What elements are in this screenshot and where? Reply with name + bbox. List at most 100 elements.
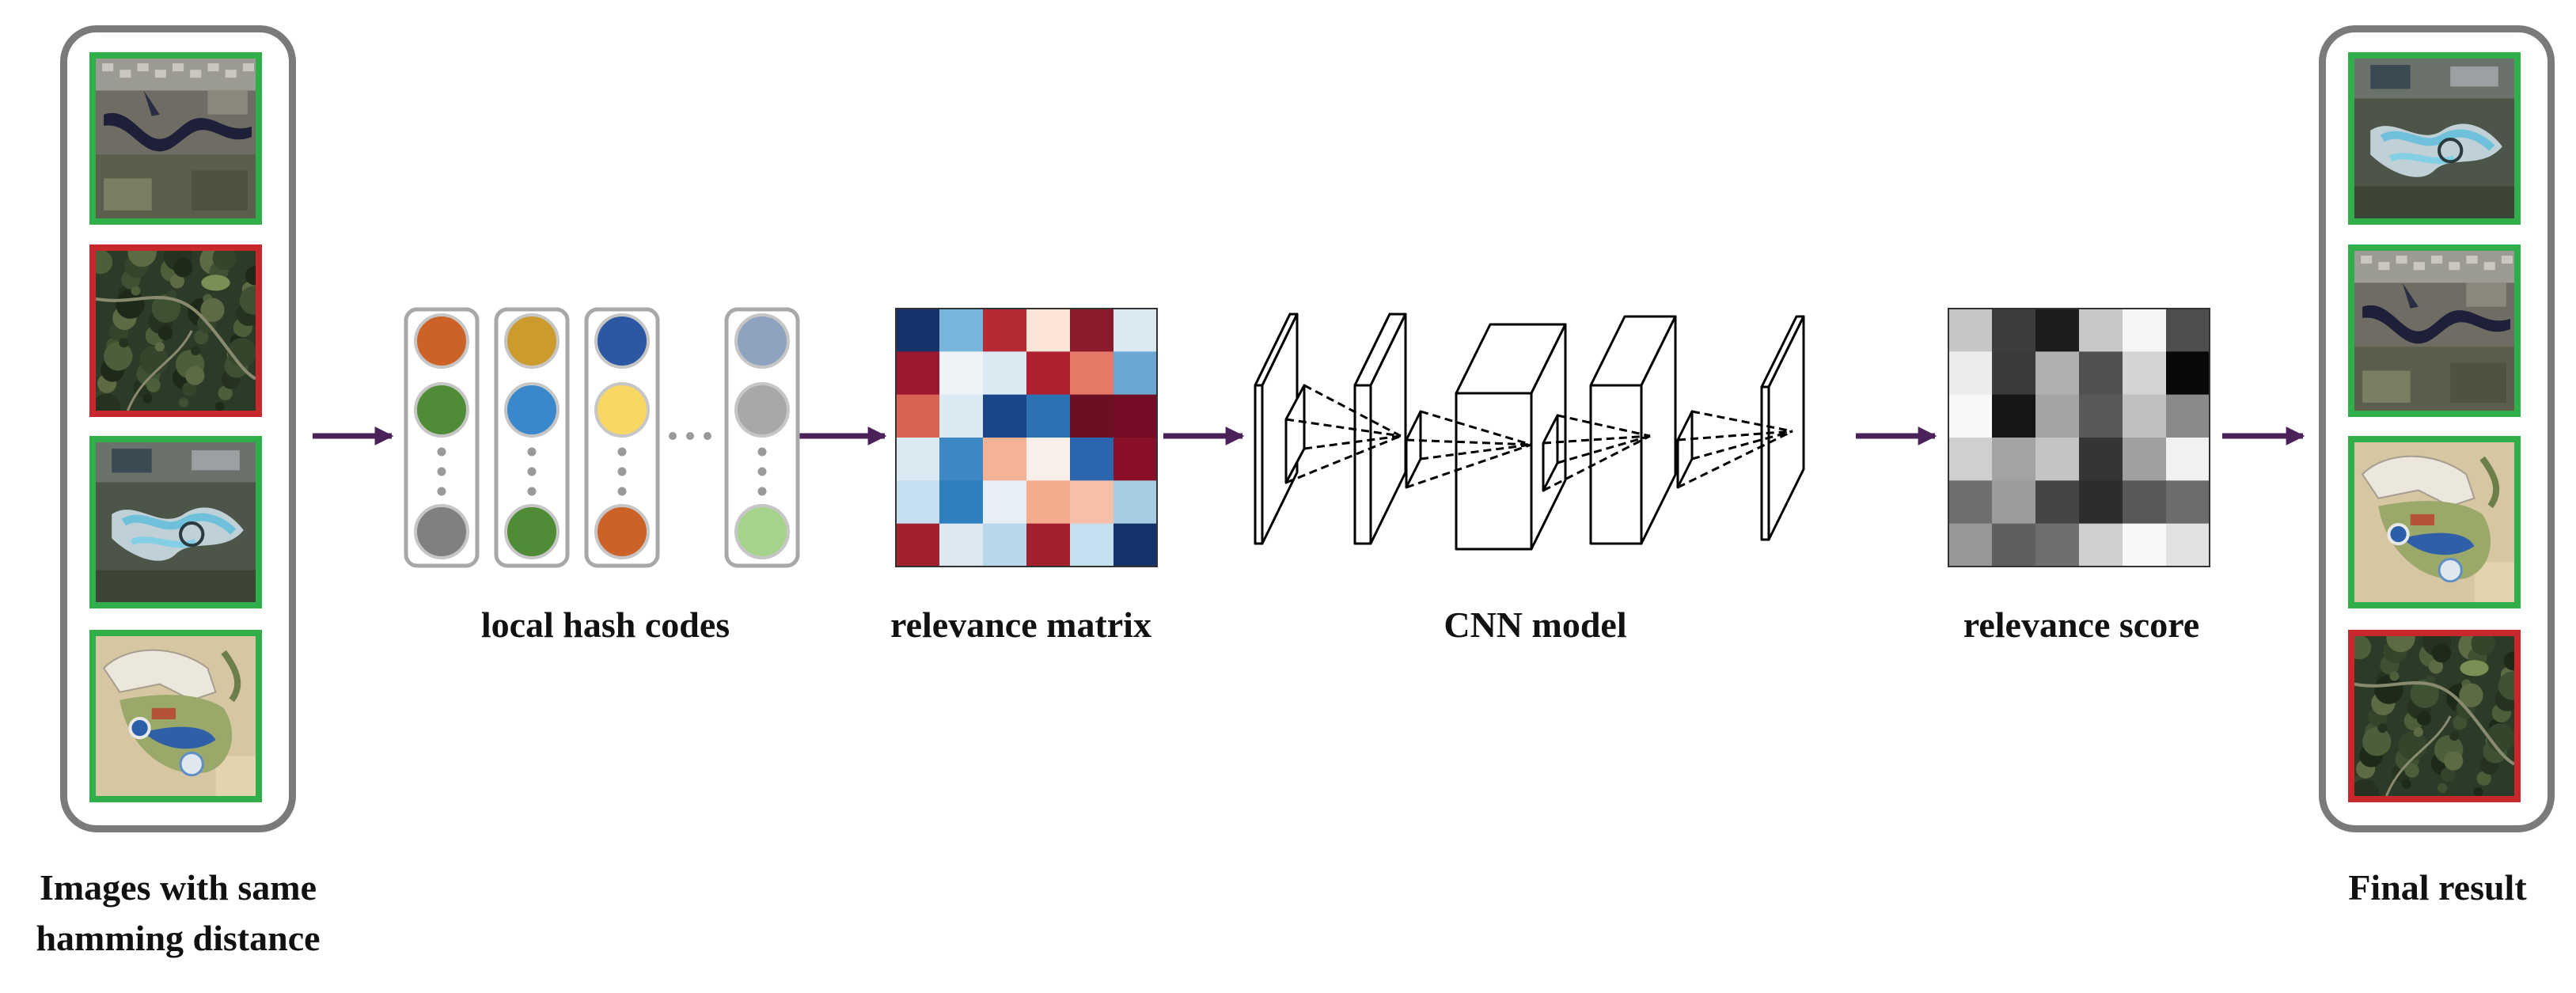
matrix-cell <box>896 438 940 481</box>
matrix-cell <box>1026 351 1071 396</box>
matrix-cell <box>1070 438 1114 481</box>
score-border <box>1948 308 2210 567</box>
ellipsis-dot <box>437 487 446 496</box>
matrix-cell <box>1113 523 1158 567</box>
hash-code-bit <box>594 313 650 369</box>
score-cell <box>2035 309 2080 352</box>
matrix-cell <box>1113 394 1158 438</box>
matrix-cell <box>939 438 984 481</box>
final-image-river-town <box>2348 244 2521 417</box>
score-cell <box>2035 523 2080 567</box>
matrix-cell <box>939 523 984 567</box>
hash-code-bit <box>504 504 560 559</box>
hash-code-column <box>584 307 660 568</box>
score-cell <box>1948 438 1993 481</box>
score-cell <box>2123 394 2167 438</box>
cnn-layer-1 <box>1254 313 1306 545</box>
score-cell <box>1992 394 2036 438</box>
score-cell <box>2123 480 2167 525</box>
matrix-cell <box>939 480 984 525</box>
matrix-cell <box>1070 351 1114 396</box>
matrix-cell <box>983 309 1027 352</box>
hash-code-column <box>404 307 480 568</box>
score-cell <box>2166 523 2210 567</box>
matrix-cell <box>983 394 1027 438</box>
input-images-frame <box>60 25 296 832</box>
ellipsis-dot <box>617 467 627 476</box>
ellipsis-dot <box>437 447 446 457</box>
matrix-cell <box>1070 309 1114 352</box>
score-cell <box>2123 309 2167 352</box>
score-cell <box>2166 480 2210 525</box>
local-hash-codes <box>404 307 800 568</box>
hash-code-bit <box>504 382 560 438</box>
final-result-frame <box>2319 25 2555 832</box>
score-cell <box>2166 351 2210 396</box>
score-cell <box>1948 523 1993 567</box>
matrix-cell <box>1113 438 1158 481</box>
matrix-cell <box>1070 394 1114 438</box>
ellipsis-dot <box>757 467 767 476</box>
matrix-border <box>895 308 1158 567</box>
score-cell <box>2035 480 2080 525</box>
score-cell <box>2079 351 2123 396</box>
input-image-resort <box>89 630 262 802</box>
ellipsis-dot <box>757 447 767 457</box>
score-cell <box>2079 394 2123 438</box>
ellipsis-dot <box>527 487 537 496</box>
matrix-cell <box>896 480 940 525</box>
score-cell <box>1992 309 2036 352</box>
final-image-water-park <box>2348 52 2521 225</box>
score-cell <box>1948 309 1993 352</box>
score-cell <box>2166 438 2210 481</box>
matrix-cell <box>983 438 1027 481</box>
score-cell <box>1992 523 2036 567</box>
hash-code-bit <box>594 504 650 559</box>
score-cell <box>2035 438 2080 481</box>
score-cell <box>2166 394 2210 438</box>
matrix-cell <box>1026 309 1071 352</box>
matrix-cell <box>939 309 984 352</box>
caption-final-result: Final result <box>2348 867 2527 908</box>
ellipsis-dot <box>527 447 537 457</box>
score-cell <box>2123 523 2167 567</box>
matrix-cell <box>1026 523 1071 567</box>
matrix-cell <box>983 523 1027 567</box>
matrix-cell <box>1113 351 1158 396</box>
final-image-resort <box>2348 436 2521 608</box>
score-cell <box>2166 309 2210 352</box>
score-cell <box>2079 480 2123 525</box>
score-cell <box>2079 523 2123 567</box>
caption-relevance-matrix: relevance matrix <box>890 605 1151 645</box>
cnn-receptive-field-lines <box>1285 384 1793 492</box>
score-cell <box>2035 351 2080 396</box>
matrix-cell <box>1070 480 1114 525</box>
matrix-cell <box>1113 309 1158 352</box>
score-cell <box>1948 394 1993 438</box>
score-cell <box>2035 394 2080 438</box>
matrix-cell <box>1026 438 1071 481</box>
matrix-cell <box>1026 394 1071 438</box>
ellipsis-dot <box>669 432 677 440</box>
hash-code-bit <box>504 313 560 369</box>
matrix-cell <box>896 309 940 352</box>
score-cell <box>2079 438 2123 481</box>
input-image-water-park <box>89 436 262 608</box>
aerial-thumbnail-resort <box>96 636 256 796</box>
caption-local-hash-codes: local hash codes <box>480 605 730 645</box>
cnn-layer-3 <box>1455 323 1567 551</box>
aerial-thumbnail-dense-forest <box>2354 636 2514 796</box>
ellipsis-dot <box>617 447 627 457</box>
hash-code-bit <box>734 382 790 438</box>
matrix-cell <box>1070 523 1114 567</box>
aerial-thumbnail-resort <box>2354 442 2514 602</box>
hash-code-bit <box>414 504 469 559</box>
cnn-layer-4 <box>1589 315 1694 545</box>
caption-cnn-model: CNN model <box>1444 605 1627 645</box>
score-cell <box>1992 351 2036 396</box>
caption-relevance-score: relevance score <box>1963 605 2200 645</box>
score-cell <box>1948 480 1993 525</box>
matrix-cell <box>939 351 984 396</box>
